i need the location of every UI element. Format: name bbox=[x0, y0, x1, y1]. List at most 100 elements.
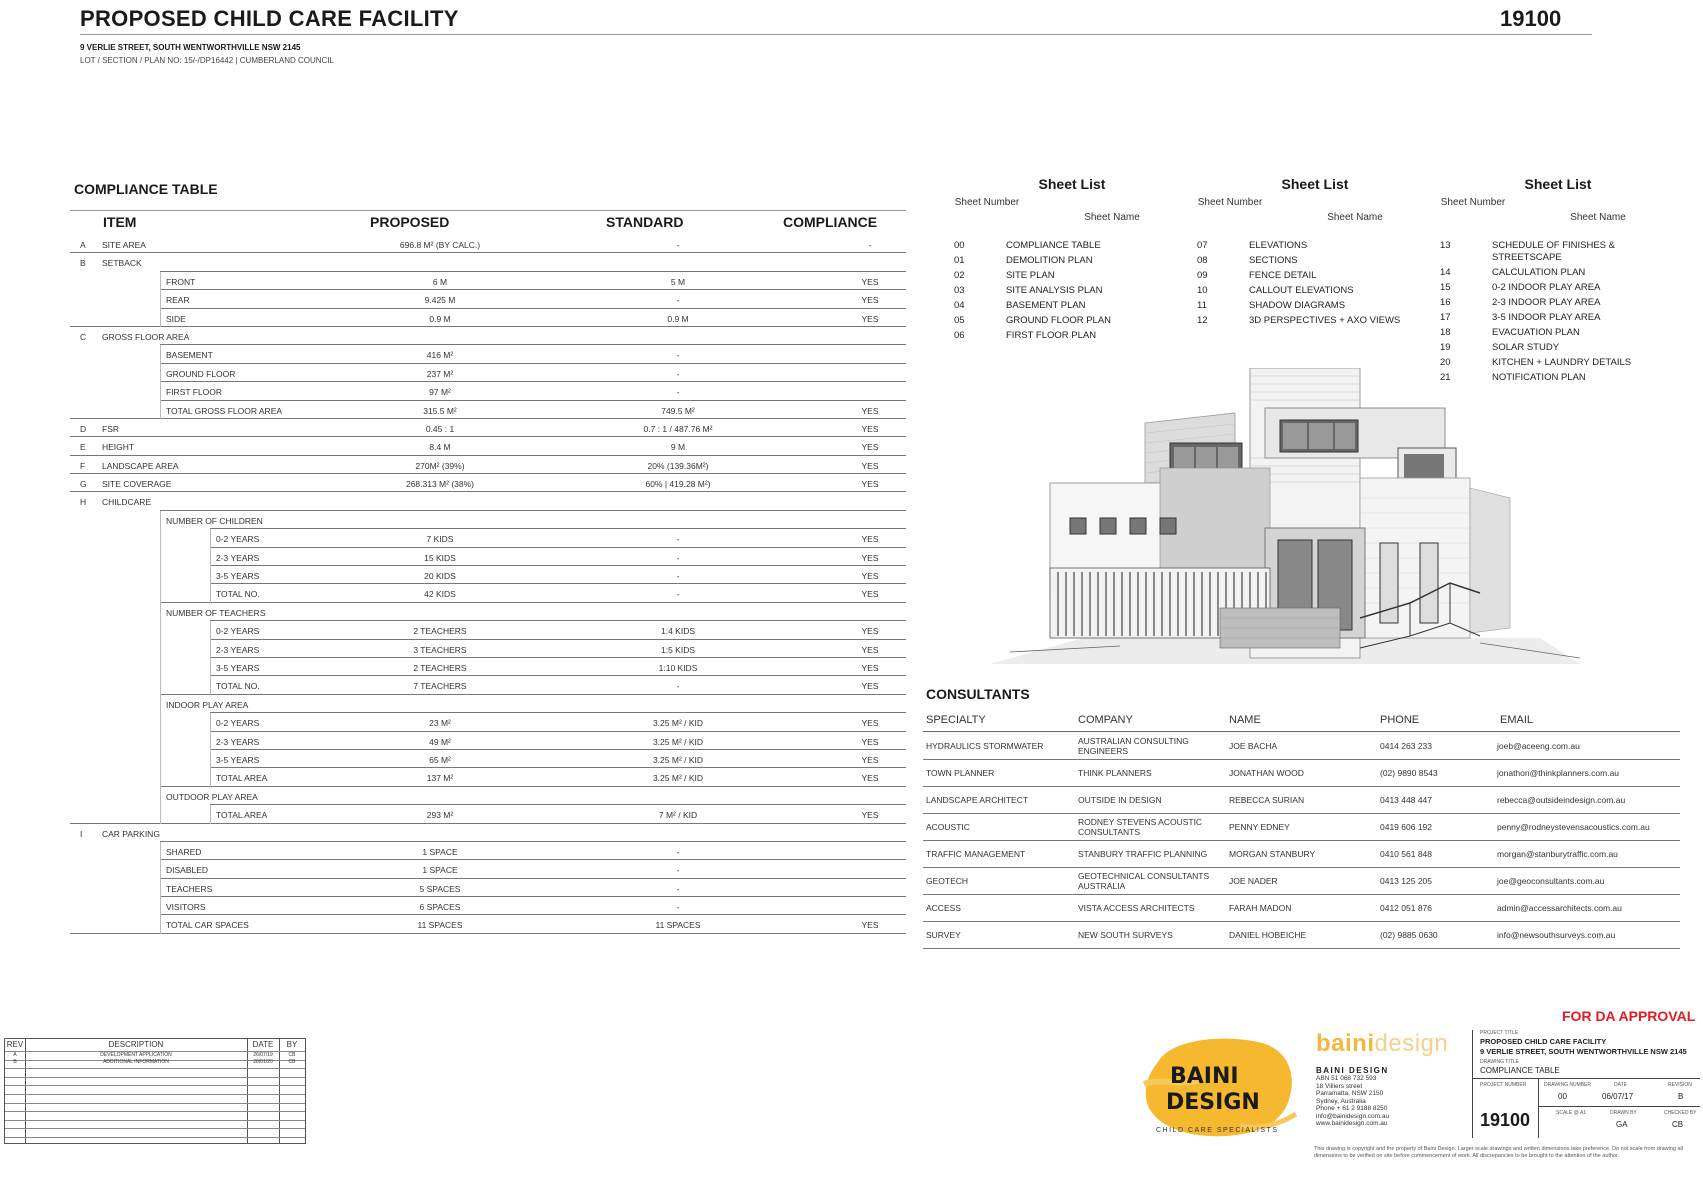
item-label: 3-5 YEARS bbox=[216, 662, 260, 673]
proposed-value: 15 KIDS bbox=[424, 552, 456, 563]
copyright-disclaimer: This drawing is copyright and the proper… bbox=[1314, 1146, 1683, 1159]
project-number: 19100 bbox=[1500, 6, 1562, 31]
firm-info-line: www.bainidesign.com.au bbox=[1316, 1120, 1388, 1127]
col-header-proposed: PROPOSED bbox=[370, 214, 450, 230]
standard-value: 0.7 : 1 / 487.76 m² bbox=[643, 423, 713, 434]
compliance-value: YES bbox=[861, 571, 879, 582]
sheet-name: 3D PERSPECTIVES + AXO VIEWS bbox=[1249, 315, 1401, 326]
item-label: SITE AREA bbox=[102, 240, 146, 250]
consultant-email[interactable]: morgan@stanburytraffic.com.au bbox=[1497, 849, 1618, 859]
standard-value: 20% (139.36m²) bbox=[647, 460, 709, 471]
consultant-email[interactable]: jonathon@thinkplanners.com.au bbox=[1497, 768, 1620, 778]
proposed-value: 42 KIDS bbox=[424, 589, 456, 600]
item-label: 0-2 YEARS bbox=[216, 626, 260, 637]
compliance-value: YES bbox=[861, 405, 879, 416]
table-row: NUMBER OF CHILDREN bbox=[70, 510, 906, 530]
compliance-header-divider bbox=[70, 210, 906, 211]
item-label: SIDE bbox=[166, 313, 186, 324]
sheet-name: EVACUATION PLAN bbox=[1492, 327, 1580, 338]
proposed-value: 65 m² bbox=[429, 754, 451, 765]
sheet-name: SOLAR STUDY bbox=[1492, 342, 1560, 353]
sheet-number: 09 bbox=[1197, 270, 1208, 281]
standard-value: 1:10 KIDS bbox=[658, 662, 698, 673]
revision-code: B bbox=[13, 1059, 17, 1065]
col-header-name: NAME bbox=[1229, 714, 1261, 726]
consultant-specialty: GEOTECH bbox=[926, 876, 969, 886]
proposed-value: 2 TEACHERS bbox=[413, 626, 467, 637]
sheet-name: SHADOW DIAGRAMS bbox=[1249, 300, 1346, 311]
proposed-value: 7 KIDS bbox=[426, 534, 454, 545]
consultant-company: GEOTECHNICAL CONSULTANTS AUSTRALIA bbox=[1078, 871, 1210, 891]
list-item: 19 SOLAR STUDY bbox=[1438, 342, 1698, 354]
table-row: GEOTECH GEOTECHNICAL CONSULTANTS AUSTRALI… bbox=[923, 868, 1680, 895]
sheet-name: SECTIONS bbox=[1249, 255, 1298, 266]
header-divider bbox=[80, 34, 1592, 35]
consultant-email[interactable]: joe@geoconsultants.com.au bbox=[1497, 876, 1605, 886]
item-label: TOTAL AREA bbox=[216, 810, 268, 821]
item-letter: F bbox=[80, 460, 86, 471]
proposed-value: 268.313 m² (38%) bbox=[405, 479, 475, 490]
consultant-email[interactable]: rebecca@outsideindesign.com.au bbox=[1497, 795, 1626, 805]
standard-value: 5 m bbox=[670, 276, 686, 287]
compliance-value: YES bbox=[861, 295, 879, 306]
compliance-value: YES bbox=[861, 920, 879, 931]
item-letter: I bbox=[80, 828, 83, 839]
sheet-number: 19 bbox=[1440, 342, 1451, 353]
consultant-name: JOE BACHA bbox=[1229, 741, 1278, 751]
standard-value: - bbox=[676, 571, 680, 582]
proposed-value: 416 m² bbox=[426, 350, 454, 361]
sheet-number: 10 bbox=[1197, 285, 1208, 296]
consultant-email[interactable]: admin@accessarchitects.com.au bbox=[1497, 903, 1622, 913]
firm-info-line: Parramatta, NSW 2150 bbox=[1316, 1090, 1384, 1097]
consultant-email[interactable]: joeb@aceeng.com.au bbox=[1497, 741, 1580, 751]
consultant-name: DANIEL HOBEICHE bbox=[1229, 930, 1307, 940]
standard-value: 3.25 m² / KID bbox=[652, 773, 704, 784]
sheet-number: 16 bbox=[1440, 297, 1451, 308]
sheet-number: 17 bbox=[1440, 312, 1451, 323]
item-label: NUMBER OF TEACHERS bbox=[166, 607, 266, 618]
consultant-specialty: SURVEY bbox=[926, 930, 961, 940]
consultant-name: JONATHAN WOOD bbox=[1229, 768, 1304, 778]
consultant-phone: (02) 9885 0630 bbox=[1380, 930, 1438, 940]
sheet-number-header: Sheet Number bbox=[1440, 197, 1506, 208]
proposed-value: 1 SPACE bbox=[422, 865, 458, 876]
revision-description: DEVELOPMENT APPLICATION bbox=[100, 1052, 172, 1058]
consultant-email[interactable]: info@newsouthsurveys.com.au bbox=[1497, 930, 1616, 940]
item-label: NUMBER OF CHILDREN bbox=[166, 515, 263, 526]
table-row: NUMBER OF TEACHERS bbox=[70, 602, 906, 622]
consultant-specialty: TRAFFIC MANAGEMENT bbox=[926, 849, 1026, 859]
item-letter: C bbox=[80, 331, 87, 342]
item-label: SETBACK bbox=[102, 258, 142, 269]
consultant-specialty: TOWN PLANNER bbox=[926, 768, 995, 778]
compliance-value: YES bbox=[861, 662, 879, 673]
project-title-label: PROJECT TITLE bbox=[1480, 1030, 1519, 1036]
proposed-value: 270m² (39%) bbox=[415, 460, 465, 471]
consultant-phone: 0413 125 205 bbox=[1380, 876, 1432, 886]
item-label: SHARED bbox=[166, 846, 202, 857]
sheet-number: 07 bbox=[1197, 240, 1208, 251]
col-header-specialty: SPECIALTY bbox=[926, 714, 986, 726]
compliance-value: YES bbox=[861, 644, 879, 655]
item-label: REAR bbox=[166, 295, 190, 306]
consultant-email[interactable]: penny@rodneystevensacoustics.com.au bbox=[1497, 822, 1650, 832]
